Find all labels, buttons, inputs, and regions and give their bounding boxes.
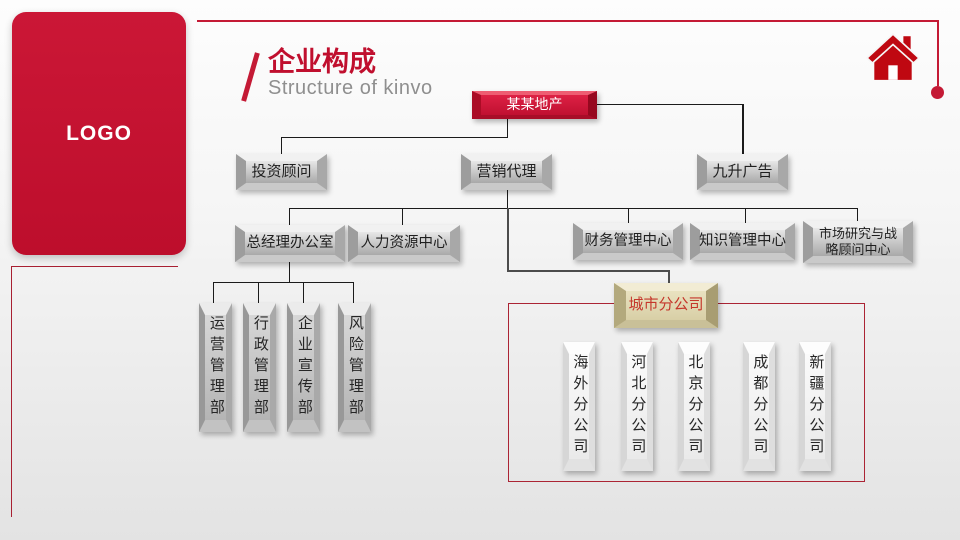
org-node-root: 某某地产 bbox=[472, 91, 597, 119]
org-node-branch-hebei: 河北分公司 bbox=[621, 342, 653, 471]
connector-line bbox=[401, 208, 403, 226]
page-subtitle: Structure of kinvo bbox=[268, 77, 433, 99]
title-accent-slash bbox=[241, 52, 260, 102]
org-node-branch-beijing: 北京分公司 bbox=[678, 342, 710, 471]
logo-text: LOGO bbox=[66, 121, 132, 145]
org-node-city-branch: 城市分公司 bbox=[614, 283, 718, 328]
org-node-hr-center: 人力资源中心 bbox=[348, 225, 460, 262]
org-node-knowledge-center: 知识管理中心 bbox=[690, 223, 795, 260]
org-node-gm-office: 总经理办公室 bbox=[235, 225, 345, 262]
connector-line bbox=[280, 136, 508, 138]
home-icon[interactable] bbox=[865, 33, 921, 81]
connector-line bbox=[744, 208, 746, 224]
dept-label: 企业宣传部 bbox=[295, 315, 313, 420]
dept-label: 风险管理部 bbox=[346, 315, 364, 420]
branch-label: 河北分公司 bbox=[629, 354, 647, 459]
connector-line bbox=[856, 208, 858, 223]
org-node-branch-chengdu: 成都分公司 bbox=[743, 342, 775, 471]
branch-label: 成都分公司 bbox=[751, 354, 769, 459]
left-frame-top-line bbox=[11, 266, 178, 267]
connector-line bbox=[212, 281, 354, 283]
connector-line bbox=[742, 104, 744, 155]
connector-line bbox=[288, 207, 858, 209]
top-rule-line bbox=[197, 20, 938, 22]
left-frame-side-line bbox=[11, 266, 12, 517]
connector-line bbox=[506, 270, 670, 272]
connector-line bbox=[667, 270, 670, 285]
dept-label: 运营管理部 bbox=[207, 315, 225, 420]
org-node-dept-administration: 行政管理部 bbox=[243, 303, 276, 432]
corner-rule-line bbox=[937, 20, 939, 86]
branch-label: 新疆分公司 bbox=[807, 354, 825, 459]
org-node-dept-publicity: 企业宣传部 bbox=[287, 303, 320, 432]
org-node-marketing: 营销代理 bbox=[461, 154, 552, 190]
connector-line bbox=[352, 282, 354, 304]
connector-line bbox=[302, 282, 304, 304]
org-node-branch-overseas: 海外分公司 bbox=[563, 342, 595, 471]
page-title: 企业构成 bbox=[268, 47, 376, 77]
connector-line bbox=[506, 118, 508, 137]
org-node-finance-center: 财务管理中心 bbox=[573, 223, 683, 260]
corner-dot bbox=[931, 86, 944, 99]
connector-line bbox=[288, 262, 290, 282]
org-node-advertising: 九升广告 bbox=[697, 154, 788, 190]
branch-label: 北京分公司 bbox=[686, 354, 704, 459]
dept-label: 行政管理部 bbox=[251, 315, 269, 420]
org-node-branch-xinjiang: 新疆分公司 bbox=[799, 342, 831, 471]
org-node-investment: 投资顾问 bbox=[236, 154, 327, 190]
connector-line bbox=[597, 103, 743, 105]
connector-line bbox=[506, 190, 508, 208]
connector-line bbox=[257, 282, 259, 304]
org-node-dept-operations: 运营管理部 bbox=[199, 303, 232, 432]
connector-line bbox=[627, 208, 629, 224]
connector-line bbox=[288, 208, 290, 226]
org-node-research-center: 市场研究与战略顾问中心 bbox=[803, 221, 913, 263]
org-node-dept-risk: 风险管理部 bbox=[338, 303, 371, 432]
branch-label: 海外分公司 bbox=[571, 354, 589, 459]
connector-line bbox=[506, 208, 509, 272]
connector-line bbox=[280, 137, 282, 155]
logo-box: LOGO bbox=[12, 12, 186, 255]
connector-line bbox=[212, 282, 214, 304]
